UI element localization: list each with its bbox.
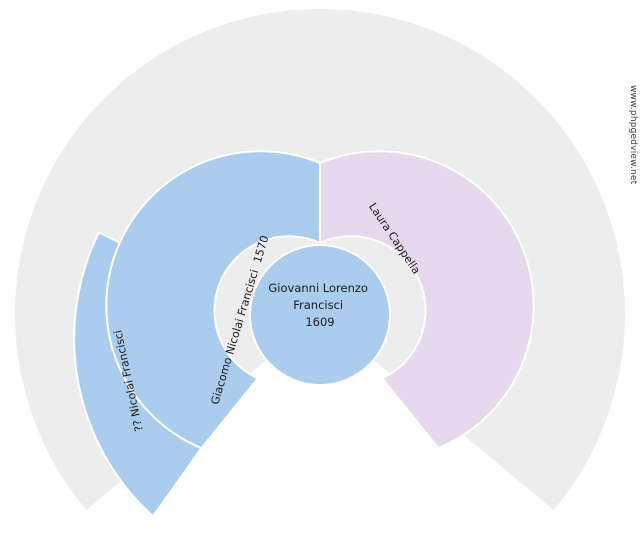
segment-father[interactable]	[105, 150, 321, 450]
watermark: www.phpgedview.net	[628, 85, 638, 185]
segment-mother[interactable]	[319, 150, 535, 450]
label-center-year: 1609	[305, 315, 334, 329]
label-center-name-line2: Francisci	[293, 298, 343, 312]
label-center-person: Giovanni Lorenzo Francisci 1609	[268, 281, 371, 329]
segment-center-person[interactable]	[249, 244, 391, 386]
generation-1-center	[249, 244, 391, 386]
label-center-name-line1: Giovanni Lorenzo	[268, 281, 368, 295]
watermark-label: www.phpgedview.net	[628, 85, 638, 185]
generation-2-ring	[105, 150, 535, 450]
